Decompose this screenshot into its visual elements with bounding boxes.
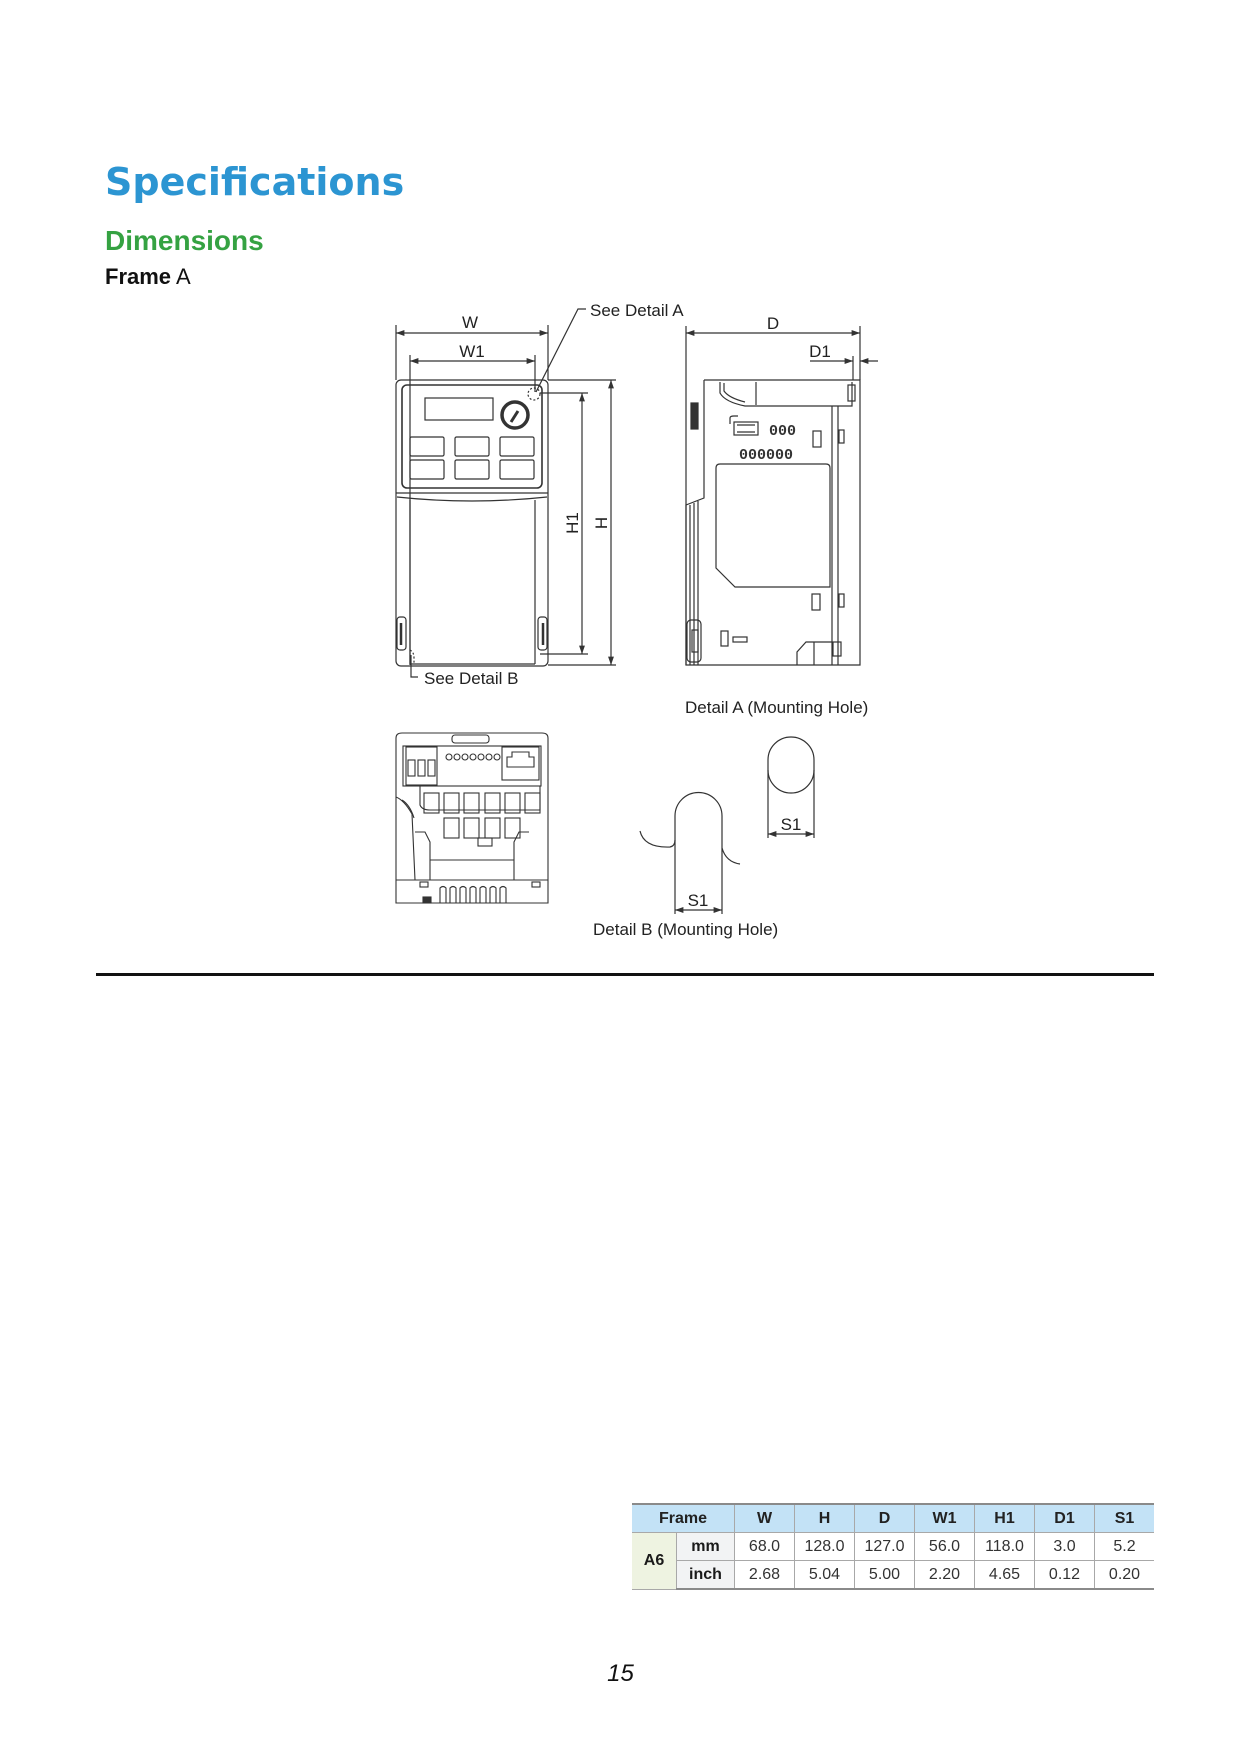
table-row: inch 2.68 5.04 5.00 2.20 4.65 0.12 0.20 [632, 1560, 1154, 1590]
value-cell: 3.0 [1034, 1532, 1095, 1561]
header-h1: H1 [974, 1503, 1035, 1533]
value-cell: 0.20 [1094, 1560, 1154, 1590]
page-title: Specifications [105, 160, 405, 204]
value-cell: 56.0 [914, 1532, 975, 1561]
frame-cell: A6 [632, 1532, 677, 1590]
header-frame: Frame [632, 1503, 735, 1533]
header-w: W [734, 1503, 795, 1533]
detail-b-s1-label: S1 [688, 891, 709, 910]
d-label: D [767, 314, 779, 333]
detail-a-mounting-hole [767, 736, 815, 838]
section-divider [96, 973, 1154, 976]
detail-b-mounting-hole [639, 791, 741, 914]
value-cell: 2.68 [734, 1560, 795, 1590]
header-d: D [854, 1503, 915, 1533]
see-detail-a-label: See Detail A [590, 301, 684, 320]
value-cell: 5.00 [854, 1560, 915, 1590]
section-title: Dimensions [105, 225, 264, 256]
dimensions-table: Frame W H D W1 H1 D1 S1 A6 mm 68.0 128.0… [632, 1503, 1154, 1590]
indicator-glyphs: 000 [769, 423, 796, 440]
w-label: W [462, 313, 478, 332]
value-cell: 0.12 [1034, 1560, 1095, 1590]
page-number: 15 [607, 1660, 634, 1687]
h-label: H [592, 517, 611, 529]
value-cell: 4.65 [974, 1560, 1035, 1590]
dimension-drawing: W W1 H1 H See Detail A See Detail B [395, 301, 878, 939]
value-cell: 118.0 [974, 1532, 1035, 1561]
table-row: A6 mm 68.0 128.0 127.0 56.0 118.0 3.0 5.… [632, 1532, 1154, 1590]
front-view [395, 308, 616, 678]
frame-label-letter: A [175, 264, 191, 289]
header-s1: S1 [1094, 1503, 1154, 1533]
frame-label: Frame A [105, 264, 191, 290]
value-cell: 68.0 [734, 1532, 795, 1561]
value-cell: 127.0 [854, 1532, 915, 1561]
see-detail-b-label: See Detail B [424, 669, 519, 688]
header-w1: W1 [914, 1503, 975, 1533]
value-cell: 5.2 [1094, 1532, 1154, 1561]
header-d1: D1 [1034, 1503, 1095, 1533]
frame-label-word: Frame [105, 264, 172, 289]
h1-label: H1 [563, 512, 582, 534]
value-cell: 2.20 [914, 1560, 975, 1590]
bottom-view [395, 732, 549, 904]
d1-label: D1 [809, 342, 831, 361]
detail-b-title: Detail B (Mounting Hole) [593, 920, 778, 939]
table-header-row: Frame W H D W1 H1 D1 S1 [632, 1503, 1154, 1533]
header-h: H [794, 1503, 855, 1533]
side-view [685, 326, 878, 666]
unit-cell: mm [676, 1532, 735, 1561]
detail-a-s1-label: S1 [781, 815, 802, 834]
value-cell: 128.0 [794, 1532, 855, 1561]
terminal-glyphs: 000000 [739, 447, 793, 464]
unit-cell: inch [676, 1560, 735, 1590]
value-cell: 5.04 [794, 1560, 855, 1590]
w1-label: W1 [459, 342, 485, 361]
detail-a-title: Detail A (Mounting Hole) [685, 698, 868, 717]
